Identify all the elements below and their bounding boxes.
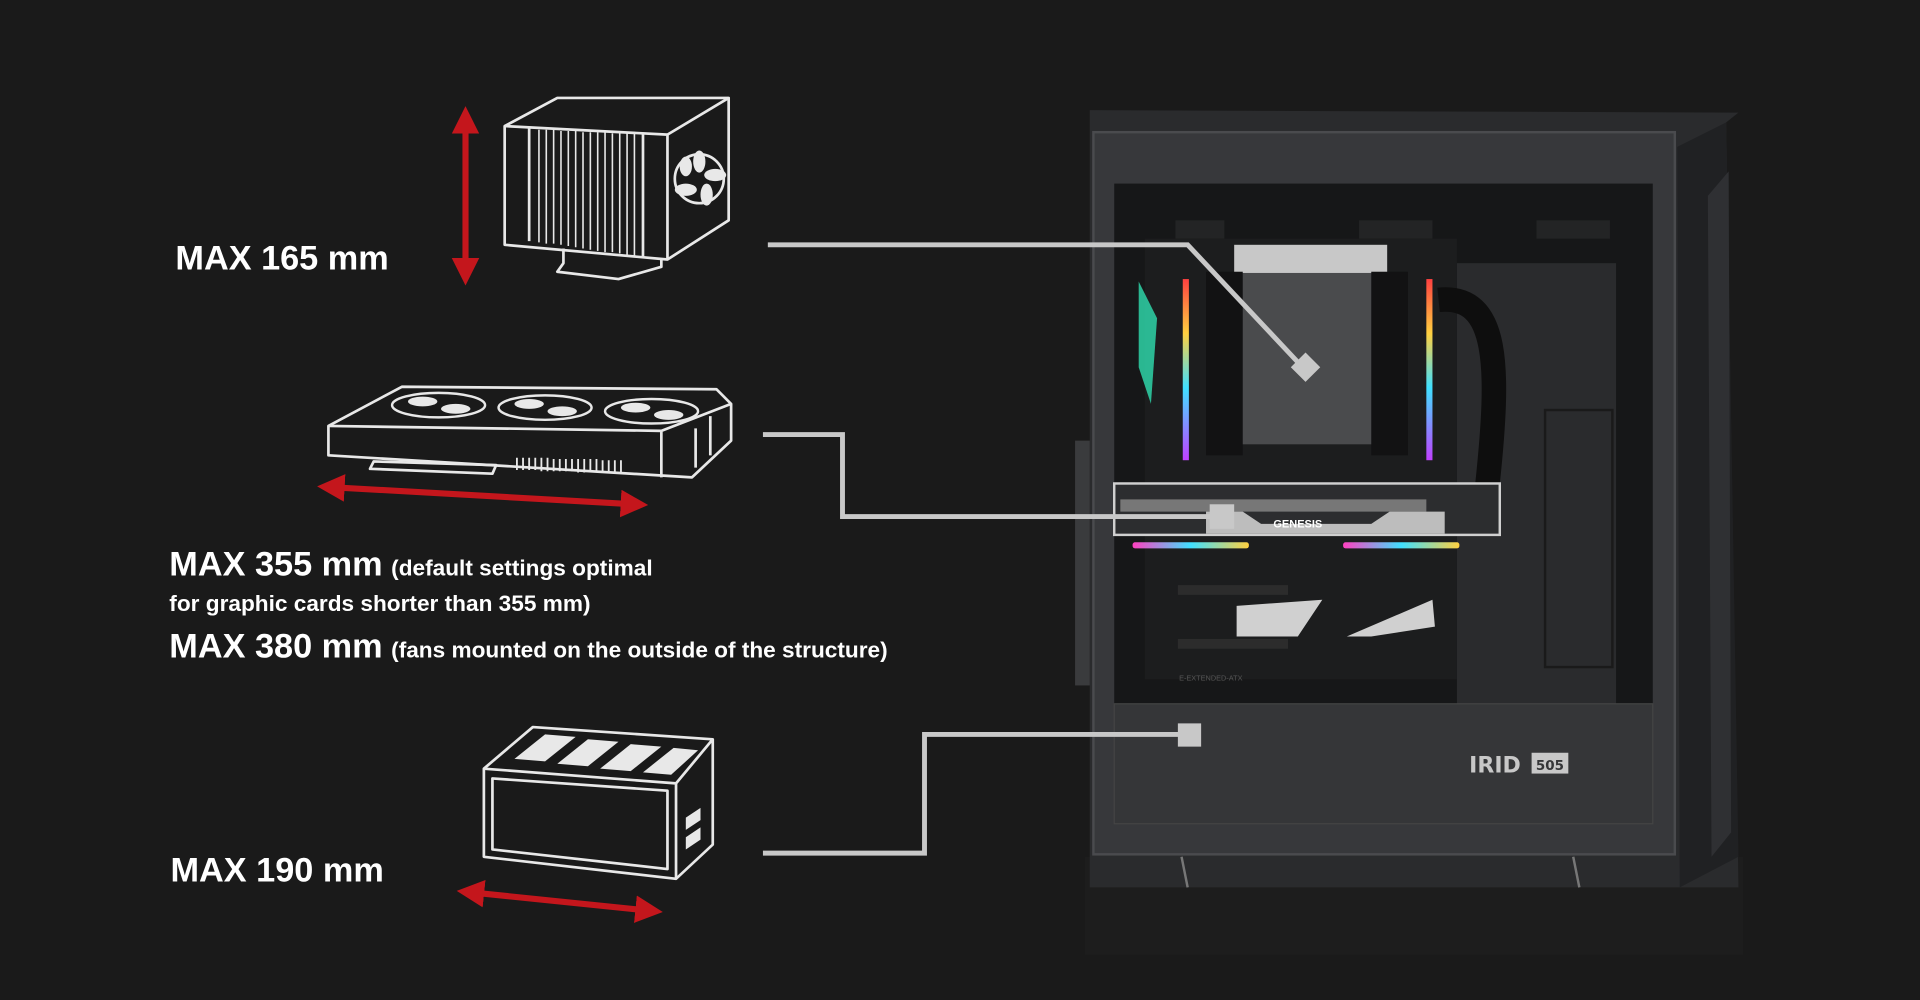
gpu-leader-line xyxy=(762,432,1225,519)
svg-text:MAX 380 mm(fans mounted on the: MAX 380 mm (fans mounted on the outside o… xyxy=(169,627,887,665)
cooler-leader-line xyxy=(767,242,1303,367)
length-arrow xyxy=(317,474,649,518)
board-form-factor-text: E-EXTENDED-ATX xyxy=(1179,674,1242,683)
cooler-max-label: MAX 165 mm xyxy=(175,239,388,277)
psu-leader-line xyxy=(762,731,1182,856)
gpu-note-line2: for graphic cards shorter than 355 mm) xyxy=(169,591,590,616)
leader-lines xyxy=(762,242,1321,856)
power-supply-icon xyxy=(482,725,715,881)
cpu-cooler-icon xyxy=(503,96,731,281)
psu-length-arrow xyxy=(456,879,663,923)
gpu-brand-label: GENESIS xyxy=(1273,519,1322,531)
psu-marker xyxy=(1177,723,1202,747)
svg-text:MAX 355 mm(default settings op: MAX 355 mm (default settings optimal xyxy=(169,545,652,583)
gpu-marker xyxy=(1209,504,1235,529)
case-brand-logo: IRID xyxy=(1469,753,1521,778)
gpu-note-line1: (default settings optimal xyxy=(391,555,652,580)
gpu-max-external-label: MAX 380 mm xyxy=(169,627,382,665)
pc-case-image: GENESIS E-EXTENDED-ATX IRID 505 xyxy=(1075,110,1744,955)
case-model-badge: 505 xyxy=(1536,759,1564,774)
graphics-card-icon xyxy=(327,385,733,479)
gpu-external-note: (fans mounted on the outside of the stru… xyxy=(391,637,887,662)
cooler-marker xyxy=(1290,352,1321,382)
psu-max-label: MAX 190 mm xyxy=(171,851,384,889)
gpu-max-label: MAX 355 mm xyxy=(169,545,382,583)
